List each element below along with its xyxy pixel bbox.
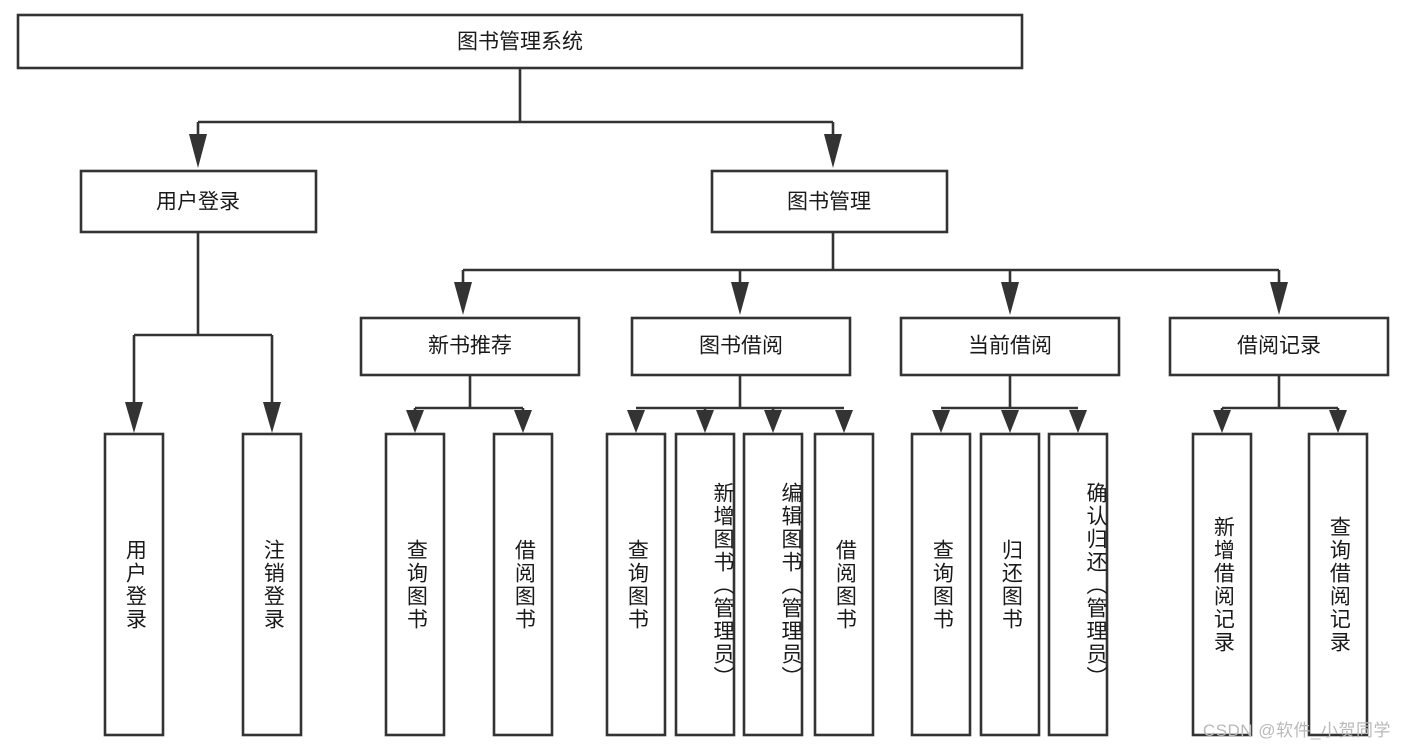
node-new-book-rec-label: 新书推荐 [428,335,512,358]
connector-group-user-login [125,232,281,433]
node-leaf-rec-query[interactable] [384,432,446,737]
node-borrow-record-label: 借阅记录 [1237,335,1321,358]
arrowhead-new-book-rec [454,282,472,315]
node-book-manage-label: 图书管理 [787,191,871,214]
node-leaf-query-record[interactable] [1307,432,1369,737]
node-leaf-add-book[interactable] [674,432,736,737]
node-current-borrow-label: 当前借阅 [968,335,1052,358]
arrowhead-leaf-return-book [1001,410,1019,433]
arrowhead-leaf-add-record [1213,410,1231,433]
arrowhead-leaf-edit-book [764,410,782,433]
arrowhead-leaf-confirm-return [1069,410,1087,433]
arrowhead-leaf-logout [263,402,281,433]
connector-group-root [189,68,842,168]
watermark-text: CSDN @软件_小贺同学 [1202,721,1391,740]
arrowhead-leaf-cur-query [932,410,950,433]
node-leaf-borrow-book[interactable] [813,432,875,737]
arrowhead-leaf-borrow-query [627,410,645,433]
connector-group-book-manage [454,232,1288,315]
node-leaf-return-book[interactable] [979,432,1041,737]
arrowhead-book-borrow [731,282,749,315]
node-leaf-confirm-return[interactable] [1047,432,1109,737]
arrowhead-user-login [189,134,207,168]
arrowhead-leaf-user-login [125,402,143,433]
node-leaf-user-login[interactable] [103,432,165,737]
node-book-borrow-label: 图书借阅 [699,335,783,358]
arrowhead-borrow-record [1270,282,1288,315]
arrowhead-book-manage [824,134,842,168]
node-current-borrow[interactable] [899,316,1121,377]
node-leaf-rec-borrow[interactable] [492,432,554,737]
arrowhead-leaf-add-book [696,410,714,433]
connector-group-new-book-rec [406,375,532,433]
arrowhead-leaf-rec-query [406,410,424,433]
node-leaf-borrow-query[interactable] [605,432,667,737]
node-user-login-label: 用户登录 [156,191,240,214]
connector-group-current-borrow [932,375,1087,433]
connector-group-book-borrow [627,375,853,433]
node-root-label: 图书管理系统 [457,31,583,54]
node-leaf-logout[interactable] [241,432,303,737]
arrowhead-leaf-borrow-book [835,410,853,433]
node-leaf-cur-query[interactable] [910,432,972,737]
arrowhead-current-borrow [1001,282,1019,315]
node-leaf-add-record[interactable] [1191,432,1253,737]
node-root[interactable] [16,13,1024,70]
connector-group-borrow-record [1213,375,1347,433]
node-borrow-record[interactable] [1168,316,1390,377]
node-new-book-rec[interactable] [359,316,581,377]
node-leaf-edit-book[interactable] [742,432,804,737]
node-book-borrow[interactable] [630,316,852,377]
arrowhead-leaf-query-record [1329,410,1347,433]
node-user-login[interactable] [79,169,318,234]
arrowhead-leaf-rec-borrow [514,410,532,433]
node-book-manage[interactable] [710,169,949,234]
